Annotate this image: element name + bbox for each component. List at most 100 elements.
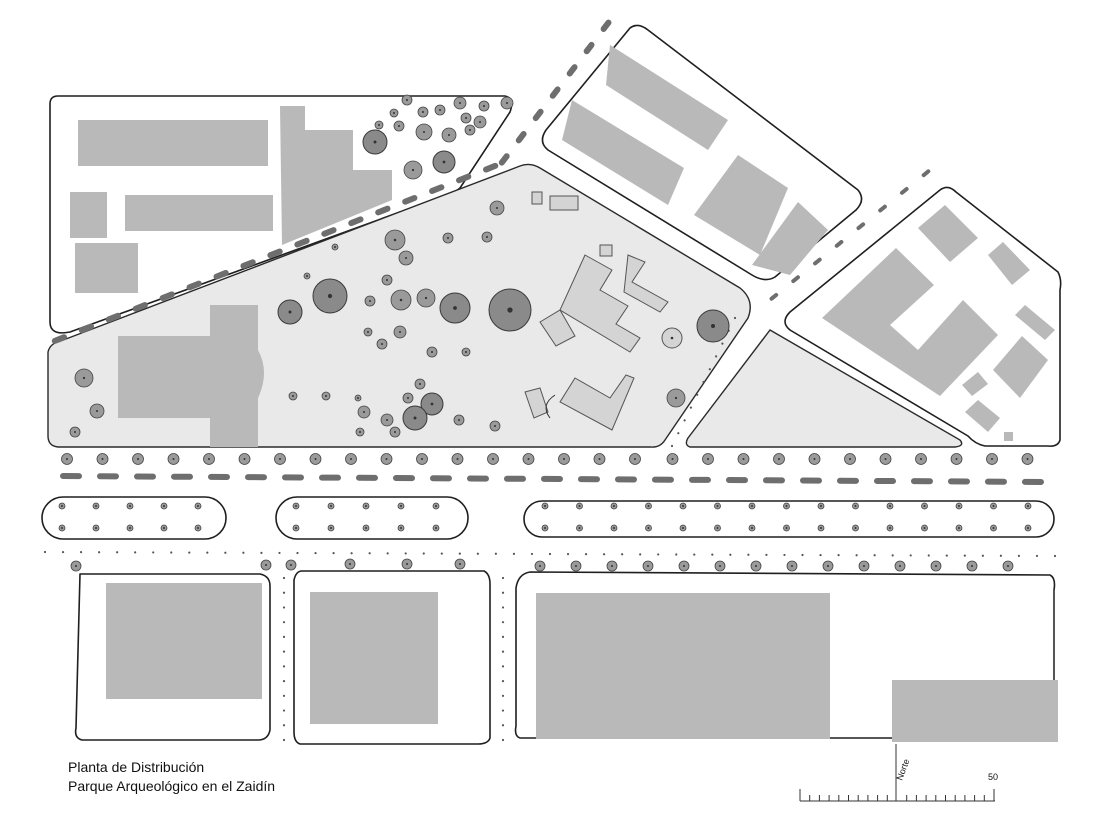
tree xyxy=(389,426,401,438)
tree xyxy=(393,325,407,339)
road-dash xyxy=(240,259,256,269)
road-dash xyxy=(540,475,563,483)
median-strips xyxy=(41,496,1055,540)
tree xyxy=(1024,502,1032,510)
road-dash xyxy=(294,237,310,248)
tree xyxy=(61,453,73,465)
sidewalk-dot xyxy=(282,724,286,727)
sidewalk-dot xyxy=(945,554,948,557)
road-dash xyxy=(105,312,121,323)
tree xyxy=(541,524,549,532)
tree xyxy=(461,347,471,357)
tree xyxy=(292,502,300,510)
sidewalk-dot xyxy=(282,606,286,609)
tree xyxy=(541,502,549,510)
tree xyxy=(160,502,168,510)
sidewalk-dot xyxy=(501,635,505,639)
sidewalk-dot xyxy=(260,551,263,554)
tree xyxy=(714,524,721,532)
building xyxy=(78,120,268,166)
tree xyxy=(167,453,180,465)
tree xyxy=(331,243,339,251)
road-dash xyxy=(614,476,637,483)
sidewalk-dot xyxy=(501,591,505,594)
tree xyxy=(441,127,457,143)
building xyxy=(1015,305,1055,340)
tree xyxy=(58,524,66,532)
tree xyxy=(606,560,618,572)
building xyxy=(993,336,1048,398)
tree xyxy=(844,453,856,465)
tree xyxy=(194,524,202,532)
building xyxy=(562,100,684,205)
tree xyxy=(132,453,144,465)
tree xyxy=(593,453,606,465)
sidewalk-dot xyxy=(282,591,286,594)
tree xyxy=(478,100,490,112)
sidewalk-dot xyxy=(350,552,353,555)
tree xyxy=(714,502,721,510)
median-strip xyxy=(41,496,227,540)
sidewalk-dot xyxy=(61,550,65,554)
tree xyxy=(534,560,546,572)
road-dash xyxy=(813,257,822,266)
tree xyxy=(773,453,785,465)
sidewalk-dot xyxy=(170,551,173,554)
sidewalk-dot xyxy=(282,576,286,580)
tree xyxy=(783,502,790,510)
tree xyxy=(642,560,654,572)
tree xyxy=(292,524,300,532)
tree xyxy=(750,560,762,572)
tree xyxy=(397,524,405,532)
sidewalk-dot xyxy=(116,551,119,554)
tree xyxy=(416,453,428,465)
tree xyxy=(380,413,394,427)
road-dash xyxy=(244,474,267,481)
tree xyxy=(558,453,570,465)
sidewalk-dot xyxy=(476,552,479,555)
building xyxy=(918,205,978,262)
sidewalk-dot xyxy=(689,406,693,409)
sidewalk-dot xyxy=(999,554,1002,557)
street-markings xyxy=(43,19,1057,742)
median-strip xyxy=(275,496,469,540)
tree xyxy=(357,405,371,419)
tree xyxy=(69,426,81,438)
tree xyxy=(160,524,168,532)
tree xyxy=(930,560,942,572)
sidewalk-dot xyxy=(368,552,371,555)
road-dash xyxy=(834,239,844,248)
tree xyxy=(489,420,501,432)
tree xyxy=(344,558,356,570)
road-dash xyxy=(984,478,1007,485)
tree xyxy=(417,106,429,118)
tree xyxy=(393,120,405,132)
sidewalk-dot xyxy=(296,551,299,555)
sidewalk-dot xyxy=(711,553,714,556)
tree xyxy=(194,502,202,510)
building xyxy=(752,202,828,275)
block-south-east xyxy=(514,571,1058,742)
road-dash xyxy=(133,473,156,480)
tree xyxy=(380,453,393,465)
tree xyxy=(397,502,405,510)
tree xyxy=(696,309,730,343)
road-dash xyxy=(466,475,489,482)
road-dash xyxy=(186,280,202,291)
tree xyxy=(453,414,465,426)
building xyxy=(280,106,392,245)
tree xyxy=(285,559,297,571)
tree xyxy=(950,453,963,465)
sidewalk-dot xyxy=(1035,554,1039,558)
sidewalk-dot xyxy=(765,553,768,556)
tree xyxy=(451,453,464,465)
sidewalk-dot xyxy=(494,552,497,555)
tree xyxy=(955,524,963,532)
sidewalk-dot xyxy=(501,621,505,624)
road-dash xyxy=(96,473,119,480)
building xyxy=(75,243,138,293)
building xyxy=(965,400,1000,432)
sidewalk-dot xyxy=(1053,554,1057,558)
tree xyxy=(453,96,467,110)
sidewalk-dot xyxy=(386,552,389,555)
